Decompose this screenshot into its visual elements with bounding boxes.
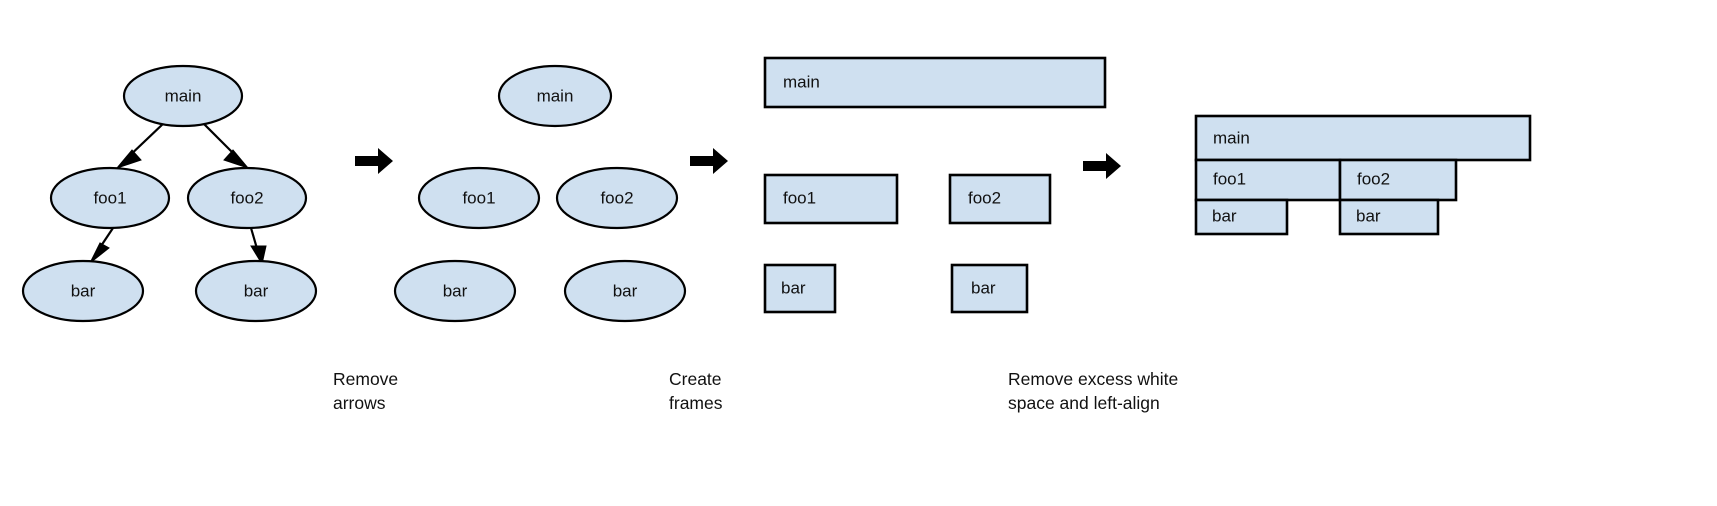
frame-foo2-stacked[interactable]: foo2	[1338, 158, 1458, 202]
frame-foo2-scattered[interactable]: foo2	[948, 173, 1052, 225]
caption-remove-excess-line-2: space and left-align	[1008, 393, 1160, 413]
arrowhead-foo1-to-bar1	[89, 242, 110, 264]
node-bar1-noarrows[interactable]: bar	[393, 259, 517, 323]
arrowhead-main-to-foo1	[115, 149, 142, 170]
node-bar2-noarrows[interactable]: bar	[563, 259, 687, 323]
node-foo1-graph[interactable]: foo1	[49, 166, 171, 230]
ellipse-main-noarrows	[497, 64, 613, 128]
frame-bar1-scattered[interactable]: bar	[763, 263, 837, 314]
frame-bar2-scattered[interactable]: bar	[950, 263, 1029, 314]
frame-label-foo1-scattered: foo1	[783, 188, 816, 207]
node-label-foo2-noarrows: foo2	[600, 188, 633, 207]
frame-label-main-scattered: main	[783, 72, 820, 91]
stage-stacked: main foo1 foo2 bar bar	[1194, 114, 1532, 236]
step-arrow-1	[355, 148, 393, 174]
frame-label-foo1-stacked: foo1	[1213, 169, 1246, 188]
rect-foo2-scattered	[948, 173, 1052, 225]
node-foo2-noarrows[interactable]: foo2	[555, 166, 679, 230]
frame-foo1-scattered[interactable]: foo1	[763, 173, 899, 225]
ellipse-bar1-graph	[21, 259, 145, 323]
ellipse-bar1-noarrows	[393, 259, 517, 323]
frame-label-bar2-stacked: bar	[1356, 206, 1381, 225]
arrowhead-foo2-to-bar2	[250, 245, 267, 266]
frame-label-foo2-stacked: foo2	[1357, 169, 1390, 188]
caption-create-frames: Create frames	[669, 369, 723, 413]
node-main-noarrows[interactable]: main	[497, 64, 613, 128]
ellipse-foo2-noarrows	[555, 166, 679, 230]
frame-main-stacked[interactable]: main	[1194, 114, 1532, 162]
arrowhead-main-to-foo2	[223, 149, 250, 170]
right-arrow-icon	[1083, 153, 1121, 179]
stage-no-arrows: main foo1 foo2 bar bar	[393, 64, 687, 323]
caption-remove-excess: Remove excess white space and left-align	[1008, 369, 1178, 413]
node-label-bar1-noarrows: bar	[443, 281, 468, 300]
ellipse-foo1-graph	[49, 166, 171, 230]
node-bar1-graph[interactable]: bar	[21, 259, 145, 323]
caption-create-frames-line-1: Create	[669, 369, 722, 389]
node-main-graph[interactable]: main	[122, 64, 244, 128]
stage-call-graph: main foo1 foo2 bar bar	[21, 64, 318, 323]
frame-label-main-stacked: main	[1213, 128, 1250, 147]
ellipse-main-graph	[122, 64, 244, 128]
node-label-main-noarrows: main	[537, 86, 574, 105]
node-label-bar2-noarrows: bar	[613, 281, 638, 300]
rect-bar2-scattered	[950, 263, 1029, 314]
caption-remove-arrows: Remove arrows	[333, 369, 398, 413]
caption-create-frames-line-2: frames	[669, 393, 723, 413]
right-arrow-icon	[355, 148, 393, 174]
caption-remove-excess-line-1: Remove excess white	[1008, 369, 1178, 389]
node-label-main-graph: main	[165, 86, 202, 105]
rect-foo1-scattered	[763, 173, 899, 225]
rect-bar2-stacked	[1338, 198, 1440, 236]
step-arrow-3	[1083, 153, 1121, 179]
node-bar2-graph[interactable]: bar	[194, 259, 318, 323]
node-foo2-graph[interactable]: foo2	[186, 166, 308, 230]
ellipse-bar2-noarrows	[563, 259, 687, 323]
frame-label-foo2-scattered: foo2	[968, 188, 1001, 207]
ellipse-foo2-graph	[186, 166, 308, 230]
stage-frames: main foo1 foo2 bar bar	[763, 56, 1107, 314]
edge-group-call-graph	[89, 121, 267, 266]
node-label-foo1-noarrows: foo1	[462, 188, 495, 207]
node-label-foo1-graph: foo1	[93, 188, 126, 207]
frame-label-bar2-scattered: bar	[971, 278, 996, 297]
frame-bar2-stacked[interactable]: bar	[1338, 198, 1440, 236]
step-arrow-2	[690, 148, 728, 174]
caption-remove-arrows-line-1: Remove	[333, 369, 398, 389]
ellipse-foo1-noarrows	[417, 166, 541, 230]
rect-bar1-scattered	[763, 263, 837, 314]
frame-bar1-stacked[interactable]: bar	[1194, 198, 1289, 236]
node-foo1-noarrows[interactable]: foo1	[417, 166, 541, 230]
frame-label-bar1-scattered: bar	[781, 278, 806, 297]
right-arrow-icon	[690, 148, 728, 174]
rect-bar1-stacked	[1194, 198, 1289, 236]
frame-foo1-stacked[interactable]: foo1	[1194, 158, 1342, 202]
frame-main-scattered[interactable]: main	[763, 56, 1107, 109]
node-label-foo2-graph: foo2	[230, 188, 263, 207]
node-label-bar2-graph: bar	[244, 281, 269, 300]
caption-remove-arrows-line-2: arrows	[333, 393, 386, 413]
ellipse-bar2-graph	[194, 259, 318, 323]
frame-label-bar1-stacked: bar	[1212, 206, 1237, 225]
node-label-bar1-graph: bar	[71, 281, 96, 300]
rect-main-scattered	[763, 56, 1107, 109]
